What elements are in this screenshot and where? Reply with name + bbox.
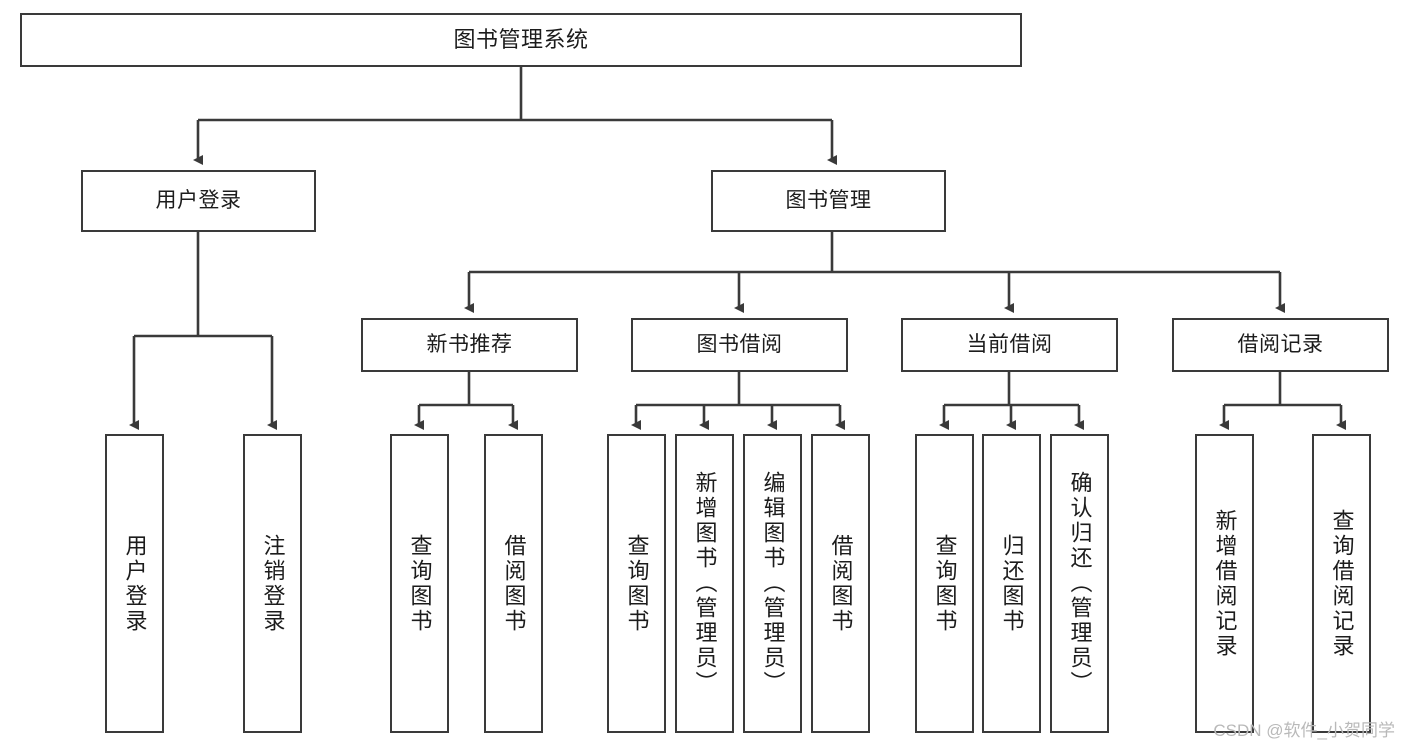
leaf-new-book-borrow-book[interactable]: 借阅图书 bbox=[484, 434, 543, 733]
leaf-current-borrow-query-book[interactable]: 查询图书 bbox=[915, 434, 974, 733]
watermark: CSDN @软件_小贺同学 bbox=[1213, 721, 1395, 740]
leaf-book-borrow-borrow-book[interactable]: 借阅图书 bbox=[811, 434, 870, 733]
leaf-book-borrow-add-book[interactable]: 新增图书（管理员） bbox=[675, 434, 734, 733]
node-user-login[interactable]: 用户登录 bbox=[81, 170, 316, 232]
leaf-user-login-logout[interactable]: 注销登录 bbox=[243, 434, 302, 733]
leaf-borrow-record-query-record[interactable]: 查询借阅记录 bbox=[1312, 434, 1371, 733]
node-label: 查询图书 bbox=[624, 533, 650, 634]
leaf-new-book-query-book[interactable]: 查询图书 bbox=[390, 434, 449, 733]
node-label: 确认归还（管理员） bbox=[1067, 471, 1093, 696]
node-label: 编辑图书（管理员） bbox=[760, 471, 786, 696]
leaf-book-borrow-query-book[interactable]: 查询图书 bbox=[607, 434, 666, 733]
node-book-borrow[interactable]: 图书借阅 bbox=[631, 318, 848, 372]
node-root-book-management-system[interactable]: 图书管理系统 bbox=[20, 13, 1022, 67]
node-label: 用户登录 bbox=[122, 533, 148, 634]
node-label: 新增图书（管理员） bbox=[692, 471, 718, 696]
node-label: 图书管理 bbox=[785, 188, 872, 212]
leaf-current-borrow-return-book[interactable]: 归还图书 bbox=[982, 434, 1041, 733]
node-label: 图书管理系统 bbox=[453, 27, 589, 53]
node-label: 借阅图书 bbox=[501, 533, 527, 634]
node-label: 图书借阅 bbox=[696, 332, 783, 356]
node-borrow-record[interactable]: 借阅记录 bbox=[1172, 318, 1389, 372]
node-label: 归还图书 bbox=[999, 533, 1025, 634]
node-label: 用户登录 bbox=[155, 188, 242, 212]
node-label: 新书推荐 bbox=[426, 332, 513, 356]
node-label: 查询借阅记录 bbox=[1329, 508, 1355, 659]
node-label: 新增借阅记录 bbox=[1212, 508, 1238, 659]
node-label: 注销登录 bbox=[260, 533, 286, 634]
node-label: 当前借阅 bbox=[966, 332, 1053, 356]
node-label: 查询图书 bbox=[407, 533, 433, 634]
leaf-book-borrow-edit-book[interactable]: 编辑图书（管理员） bbox=[743, 434, 802, 733]
leaf-borrow-record-add-record[interactable]: 新增借阅记录 bbox=[1195, 434, 1254, 733]
node-new-book-recommend[interactable]: 新书推荐 bbox=[361, 318, 578, 372]
leaf-current-borrow-confirm-return[interactable]: 确认归还（管理员） bbox=[1050, 434, 1109, 733]
node-current-borrow[interactable]: 当前借阅 bbox=[901, 318, 1118, 372]
leaf-user-login-login[interactable]: 用户登录 bbox=[105, 434, 164, 733]
node-book-management[interactable]: 图书管理 bbox=[711, 170, 946, 232]
node-label: 借阅记录 bbox=[1237, 332, 1324, 356]
node-label: 借阅图书 bbox=[828, 533, 854, 634]
node-label: 查询图书 bbox=[932, 533, 958, 634]
